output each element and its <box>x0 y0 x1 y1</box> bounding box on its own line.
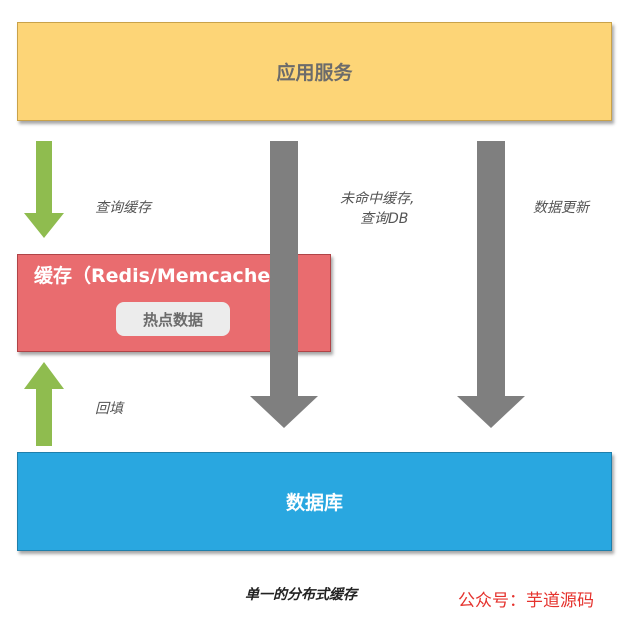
cache-miss-label-line1: 未命中缓存, <box>340 191 415 207</box>
cache-title: 缓存（Redis/Memcached） <box>34 265 303 287</box>
data-update-label: 数据更新 <box>533 200 589 216</box>
query-cache-label: 查询缓存 <box>95 200 151 216</box>
app-service-box: 应用服务 <box>17 22 612 121</box>
cache-miss-label-line2: 查询DB <box>360 211 409 227</box>
diagram-caption: 单一的分布式缓存 <box>245 587 357 603</box>
cache-miss-arrow <box>250 141 318 428</box>
database-box: 数据库 <box>17 452 612 551</box>
watermark-text: 公众号：芋道源码 <box>458 591 594 611</box>
query-cache-arrow <box>24 141 64 238</box>
data-update-arrow <box>457 141 525 428</box>
backfill-arrow <box>24 362 64 446</box>
database-label: 数据库 <box>285 492 343 514</box>
hot-data-pill: 热点数据 <box>116 302 230 336</box>
backfill-label: 回填 <box>95 401 123 417</box>
app-service-label: 应用服务 <box>276 62 353 84</box>
